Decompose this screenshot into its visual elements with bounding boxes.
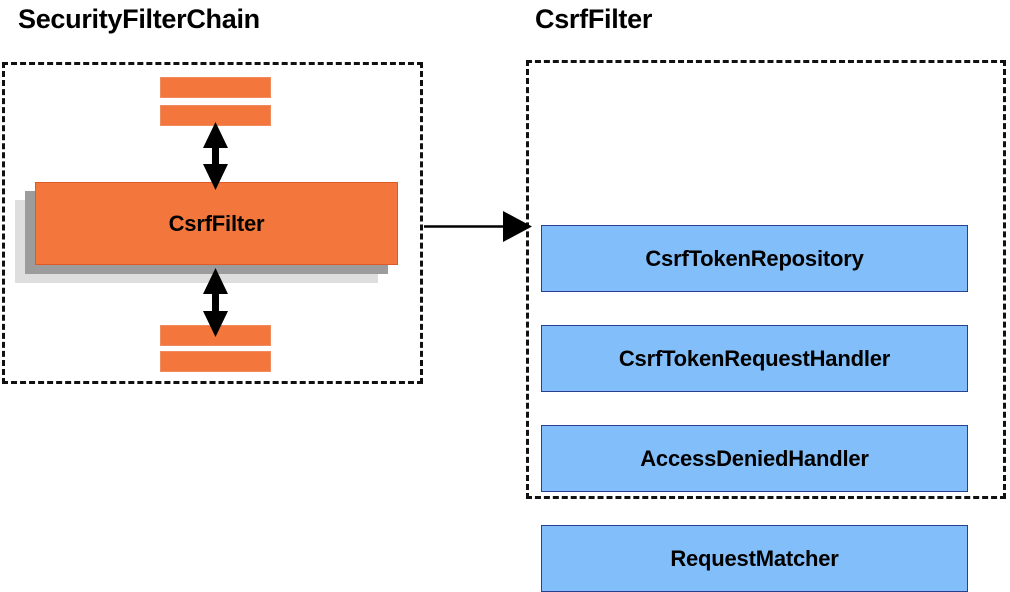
csrf-filter-card-face[interactable]: CsrfFilter: [35, 182, 398, 265]
card-shadow-light: [541, 95, 966, 160]
collaborator-card-0[interactable]: CsrfTokenRepository: [541, 95, 986, 292]
csrf-filter-card[interactable]: CsrfFilter: [15, 182, 398, 283]
collaborator-card-2-label: AccessDeniedHandler: [640, 445, 869, 471]
collaborator-card-0-label: CsrfTokenRepository: [645, 245, 864, 271]
card-shadow-light: [541, 295, 966, 360]
collaborator-card-3-face[interactable]: RequestMatcher: [541, 525, 968, 592]
security-filter-chain-container: [2, 62, 423, 384]
csrf-filter-card-label: CsrfFilter: [168, 210, 265, 236]
page-title-csrf-filter: CsrfFilter: [535, 4, 653, 34]
page-title-security-filter-chain: SecurityFilterChain: [18, 4, 260, 34]
collaborator-card-0-face[interactable]: CsrfTokenRepository: [541, 225, 968, 292]
collaborator-card-1[interactable]: CsrfTokenRequestHandler: [541, 195, 986, 392]
csrf-filter-container: [526, 60, 1006, 499]
collaborator-card-2[interactable]: AccessDeniedHandler: [541, 295, 986, 492]
collaborator-card-3-label: RequestMatcher: [670, 545, 839, 571]
connector-arrow-icon: [424, 211, 532, 242]
card-shadow-dark: [541, 460, 966, 525]
collaborator-card-1-label: CsrfTokenRequestHandler: [618, 345, 891, 371]
card-shadow-light: [541, 395, 966, 460]
filter-bar-below-1: [160, 325, 271, 346]
filter-bar-above-1: [160, 77, 271, 98]
collaborator-card-1-face[interactable]: CsrfTokenRequestHandler: [541, 325, 968, 392]
collaborator-card-3[interactable]: RequestMatcher: [541, 395, 986, 592]
card-shadow-light: [541, 195, 966, 260]
filter-bar-below-2: [160, 351, 271, 372]
filter-bar-above-2: [160, 105, 271, 126]
collaborator-card-2-face[interactable]: AccessDeniedHandler: [541, 425, 968, 492]
